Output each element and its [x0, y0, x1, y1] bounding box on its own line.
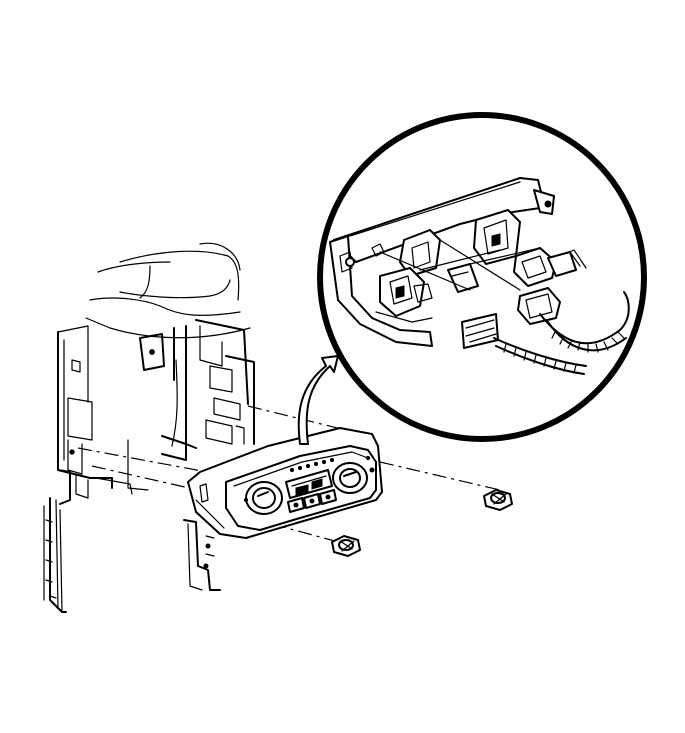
- rear-connectors: [379, 209, 587, 349]
- push-buttons-row: [287, 489, 337, 513]
- right-control-knob: [332, 462, 368, 494]
- dash-panel: [43, 242, 255, 613]
- mode-display-window: [285, 469, 333, 499]
- view-arrow: [297, 355, 339, 445]
- screw-left: [331, 535, 361, 557]
- screw-right: [483, 489, 513, 511]
- detail-view: [317, 112, 647, 442]
- alignment-line-right-screw: [379, 461, 501, 491]
- indicator-dots: [289, 457, 335, 473]
- left-control-knob: [245, 481, 283, 515]
- hvac-control-module: [187, 427, 383, 539]
- alignment-line-left-lower: [91, 465, 199, 491]
- wiring-harness: [493, 291, 630, 375]
- detail-view-circle: [317, 112, 647, 442]
